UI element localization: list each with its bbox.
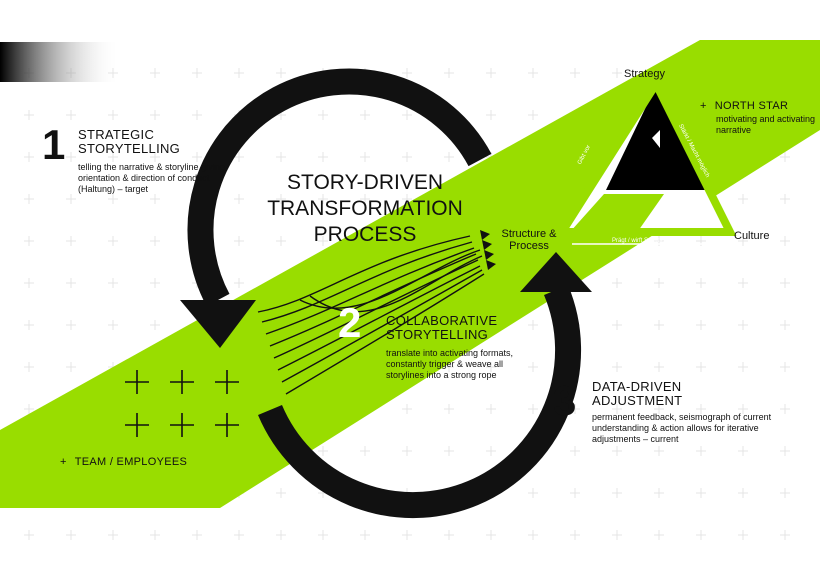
triangle-bottom-right-white [664, 194, 726, 230]
step-3-description: permanent feedback, seismograph of curre… [592, 412, 772, 444]
step-2-heading-line-1: COLLABORATIVE [386, 313, 498, 328]
rope-strands [257, 235, 485, 395]
corner-gradient-bar [0, 42, 120, 82]
step-2-heading-line-2: STORYTELLING [386, 327, 489, 342]
step-1-number: 1 [42, 121, 66, 168]
praegt-label: Prägt / wirft Schatten [612, 238, 668, 244]
cycle-arrowhead-left [180, 300, 256, 348]
structure-process-label: Structure & Process [501, 228, 557, 252]
step-2-description: translate into activating formats, const… [386, 348, 514, 380]
triangle-arrow-left [600, 200, 616, 214]
team-label: + TEAM / EMPLOYEES [60, 456, 187, 468]
step-1-heading-line-1: STRATEGIC [78, 127, 155, 142]
step-3-heading-line-2: ADJUSTMENT [592, 393, 683, 408]
step-2-number: 2 [338, 299, 362, 346]
cycle-arc-bottom [258, 284, 582, 519]
title-line-2: TRANSFORMATION [267, 197, 463, 220]
triangle-arrow-right [684, 198, 700, 214]
north-star-description: motivating and activating narrative [716, 114, 816, 135]
title-line-1: STORY-DRIVEN [287, 171, 443, 194]
triangle-border [554, 75, 737, 236]
team-plus-icon: + [60, 456, 67, 468]
team-label-text: TEAM / EMPLOYEES [74, 456, 188, 468]
step-3-number: 3 [553, 377, 577, 424]
rope-arrowheads [480, 230, 496, 270]
culture-label: Culture [734, 230, 770, 242]
triangle-bottom-left-green [570, 194, 664, 234]
north-star-label: NORTH STAR [714, 100, 789, 112]
central-title: STORY-DRIVEN TRANSFORMATION PROCESS [250, 170, 480, 248]
step-1-heading-line-2: STORYTELLING [78, 141, 181, 156]
step-1-description: telling the narrative & storyline giving… [78, 162, 225, 194]
cycle-arrowhead-right [520, 252, 592, 292]
strategy-label: Strategy [624, 68, 665, 80]
team-plus-marks [125, 370, 239, 437]
north-star-heading: + NORTH STAR [700, 100, 788, 112]
triangle-arrow-up [652, 130, 660, 148]
cycle-arc-top [187, 68, 492, 307]
step-3-heading-line-1: DATA-DRIVEN [592, 379, 682, 394]
title-line-3: PROCESS [313, 223, 417, 246]
north-star-plus-icon: + [700, 100, 707, 112]
